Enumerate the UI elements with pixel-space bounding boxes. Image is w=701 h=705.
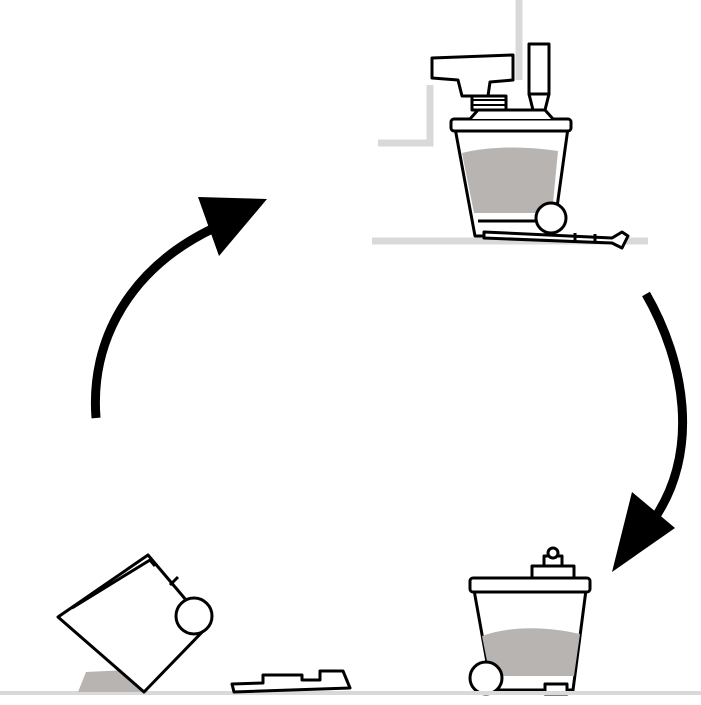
step-emptying [0,553,701,695]
arrow-emptying-to-installed [90,197,267,419]
tank-tilted-emptying-icon [56,553,214,694]
tank-with-cap-icon [468,546,592,696]
toilet-on-tank-icon [430,42,630,250]
arrow-installed-to-removed [612,291,688,572]
step-removed [468,546,592,696]
lid-icon [230,669,352,694]
arrowhead-icon [198,197,267,256]
arc-arrow-icon [90,223,216,419]
arrowhead-icon [612,492,675,572]
step-installed [372,0,648,250]
arc-arrow-icon [642,291,688,525]
